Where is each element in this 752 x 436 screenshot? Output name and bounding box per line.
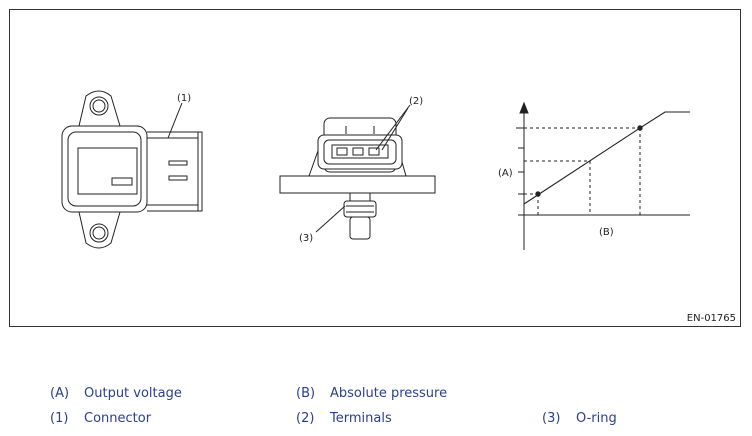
legend-item-2: (2)Terminals xyxy=(296,411,392,426)
callout-leaders-terminals-oring xyxy=(315,104,411,233)
legend-item-a: (A)Output voltage xyxy=(50,386,182,401)
sensor-connector-view xyxy=(279,117,436,240)
output-graph xyxy=(516,101,690,250)
callout-leader-connector xyxy=(167,102,183,139)
sensor-side-view xyxy=(61,90,203,249)
callout-oring: (3) xyxy=(299,233,313,244)
diagram-drawing: (1) (2) (3) (A) (B) xyxy=(61,90,690,250)
legend-item-b: (B)Absolute pressure xyxy=(296,386,448,401)
legend-item-1: (1)Connector xyxy=(50,411,152,426)
axis-label-absolute-pressure: (B) xyxy=(599,227,614,238)
callout-connector: (1) xyxy=(177,93,191,104)
figure-id: EN-01765 xyxy=(686,313,736,324)
diagram-figure: (1) (2) (3) (A) (B) EN-01765 xyxy=(9,9,741,327)
callout-terminals: (2) xyxy=(409,96,423,107)
axis-label-output-voltage: (A) xyxy=(498,168,513,179)
legend-item-3: (3)O-ring xyxy=(542,411,617,426)
